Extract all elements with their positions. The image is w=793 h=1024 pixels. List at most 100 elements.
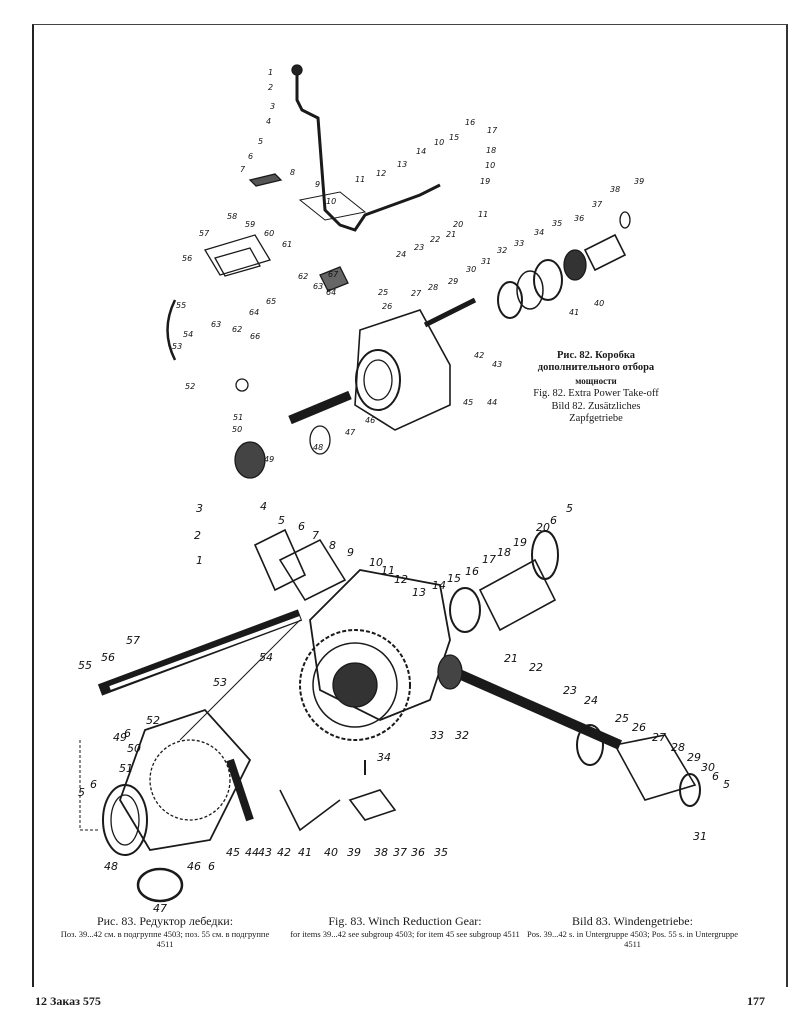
fig82-part-label: 45 — [463, 398, 474, 407]
fig83-part-label: 48 — [104, 860, 118, 873]
fig83-part-label: 30 — [701, 761, 715, 774]
fig82-part-label: 35 — [552, 219, 563, 228]
fig82-part-label: 63 — [313, 282, 324, 291]
fig82-part-label: 10 — [485, 161, 496, 170]
fig82-part-label: 43 — [492, 360, 503, 369]
page-number: 177 — [747, 994, 765, 1008]
fig82-part-label: 12 — [376, 169, 387, 178]
fig82-part-label: 21 — [446, 230, 457, 239]
fig82-part-label: 61 — [282, 240, 293, 249]
fig82-part-label: 40 — [594, 299, 605, 308]
fig83-part-label: 28 — [671, 741, 685, 754]
fig82-part-label: 36 — [574, 214, 585, 223]
fig83-part-label: 6 — [550, 514, 557, 527]
fig83-part-label: 6 — [90, 778, 97, 791]
fig82-part-label: 17 — [487, 126, 498, 135]
fig82-part-label: 1 — [268, 68, 274, 77]
fig82-caption-ru-2: мощности — [575, 376, 617, 386]
fig82-part-label: 9 — [315, 180, 321, 189]
fig82-part-label: 13 — [397, 160, 408, 169]
fig83-part-label: 22 — [529, 661, 543, 674]
fig82-drawing — [166, 64, 631, 479]
fig83-part-label: 32 — [455, 729, 469, 742]
fig82-part-label: 50 — [232, 425, 243, 434]
fig82-part-label: 67 — [328, 270, 339, 279]
fig83-part-label: 29 — [687, 751, 701, 764]
fig83-part-label: 5 — [723, 778, 730, 791]
fig83-caption-ru: Рис. 83. Редуктор лебедки: — [96, 914, 234, 928]
fig83-part-label: 6 — [124, 727, 131, 740]
fig82-part-label: 20 — [453, 220, 464, 229]
fig83-part-label: 11 — [381, 564, 395, 577]
fig82-part-label: 4 — [266, 117, 272, 126]
footer-order-number: 12 Заказ 575 — [35, 994, 101, 1008]
fig82-part-label: 60 — [264, 229, 275, 238]
fig83-part-label: 14 — [432, 579, 446, 592]
fig83-part-label: 13 — [412, 586, 426, 599]
fig82-part-label: 47 — [345, 428, 356, 437]
fig83-caption-de-block: Bild 83. Windengetriebe: Pos. 39...42 s.… — [525, 914, 740, 949]
fig83-part-label: 42 — [277, 846, 291, 859]
fig82-part-label: 53 — [172, 342, 183, 351]
fig82-part-label: 63 — [211, 320, 222, 329]
fig83-part-label: 36 — [411, 846, 425, 859]
fig83-part-label: 43 — [258, 846, 272, 859]
fig82-part-label: 52 — [185, 382, 196, 391]
fig82-part-label: 18 — [486, 146, 497, 155]
fig82-part-label: 8 — [290, 168, 296, 177]
fig83-part-label: 5 — [278, 514, 285, 527]
fig83-part-label: 50 — [127, 742, 141, 755]
fig82-part-label: 24 — [396, 250, 407, 259]
fig83-part-label: 53 — [213, 676, 227, 689]
fig82-part-label: 29 — [448, 277, 459, 286]
fig83-part-label: 56 — [101, 651, 115, 664]
fig83-part-label: 8 — [329, 539, 336, 552]
fig83-part-label: 9 — [347, 546, 354, 559]
page-frame — [32, 24, 788, 987]
fig83-part-label: 5 — [78, 786, 85, 799]
fig82-part-label: 62 — [232, 325, 243, 334]
fig83-part-label: 46 — [187, 860, 201, 873]
fig82-part-label: 6 — [248, 152, 254, 161]
fig83-part-label: 10 — [369, 556, 383, 569]
fig83-caption-en-block: Fig. 83. Winch Reduction Gear: for items… — [290, 914, 520, 939]
fig82-part-label: 16 — [465, 118, 476, 127]
fig82-part-label: 42 — [474, 351, 485, 360]
fig82-part-label: 62 — [298, 272, 309, 281]
fig82-part-label: 26 — [382, 302, 393, 311]
fig82-part-label: 33 — [514, 239, 525, 248]
fig82-part-label: 19 — [480, 177, 491, 186]
fig83-part-label: 6 — [712, 770, 719, 783]
fig82-part-label: 34 — [534, 228, 545, 237]
fig83-part-label: 5 — [566, 502, 573, 515]
fig83-part-label: 6 — [208, 860, 215, 873]
fig83-note-de: Pos. 39...42 s. in Untergruppe 4503; Pos… — [526, 929, 738, 949]
fig83-note-ru: Поз. 39...42 см. в подгруппе 4503; поз. … — [60, 929, 270, 949]
fig82-part-label: 54 — [183, 330, 194, 339]
fig83-part-label: 7 — [312, 529, 319, 542]
fig83-part-label: 45 — [226, 846, 240, 859]
fig83-part-label: 34 — [377, 751, 391, 764]
fig83-note-en: for items 39...42 see subgroup 4503; for… — [290, 929, 520, 939]
fig83-part-label: 37 — [393, 846, 407, 859]
fig82-part-label: 66 — [250, 332, 261, 341]
fig82-part-label: 58 — [227, 212, 238, 221]
fig82-part-label: 11 — [478, 210, 489, 219]
fig82-part-label: 25 — [378, 288, 389, 297]
fig82-part-label: 48 — [313, 443, 324, 452]
fig82-part-label: 64 — [249, 308, 260, 317]
fig82-part-label: 10 — [326, 197, 337, 206]
fig83-part-label: 40 — [324, 846, 338, 859]
fig82-part-label: 41 — [569, 308, 580, 317]
fig82-part-label: 15 — [449, 133, 460, 142]
fig83-part-label: 49 — [113, 731, 127, 744]
fig82-part-label: 30 — [466, 265, 477, 274]
fig83-part-label: 25 — [615, 712, 629, 725]
fig82-part-label: 31 — [481, 257, 492, 266]
fig83-part-label: 18 — [497, 546, 511, 559]
fig82-part-label: 59 — [245, 220, 256, 229]
fig82-part-label: 27 — [411, 289, 422, 298]
fig82-part-label: 49 — [264, 455, 275, 464]
fig82-caption-en: Fig. 82. Extra Power Take-off — [533, 388, 659, 399]
